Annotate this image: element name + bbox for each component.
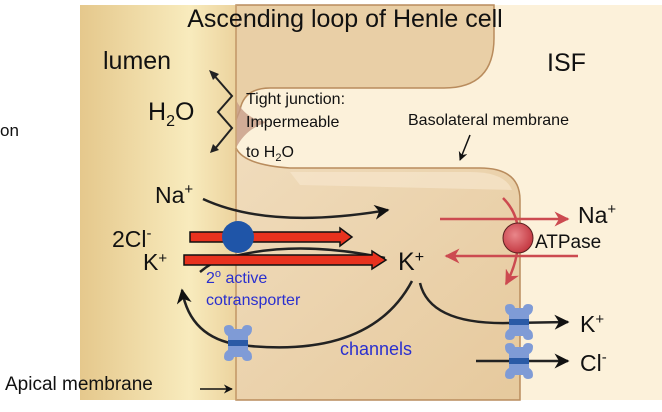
channels-label: channels — [340, 339, 412, 359]
ion-na-isf: Na+ — [578, 201, 616, 228]
lumen-label: lumen — [103, 47, 171, 75]
ion-cl-isf: Cl- — [580, 349, 607, 376]
cotransporter-label-1: 2o active — [206, 268, 267, 287]
upper-cell — [235, 4, 495, 121]
ion-k-cell: K+ — [398, 248, 424, 276]
water-arrowhead-down — [210, 144, 219, 153]
cell-highlight — [290, 172, 512, 190]
atpase-label: ATPase — [535, 232, 601, 253]
ion-k-lumen: K+ — [143, 249, 167, 275]
na-k-atpase-pump — [502, 222, 534, 254]
water-arrowhead-up — [209, 70, 219, 80]
basolateral-cl-channel — [505, 343, 533, 379]
isf-label: ISF — [547, 49, 586, 77]
tight-junction — [236, 100, 268, 148]
ion-k-isf: K+ — [580, 311, 604, 337]
basolateral-k-channel — [505, 304, 533, 340]
lower-cell — [235, 147, 521, 401]
cotransporter-protein — [222, 221, 254, 253]
diagram-title: Ascending loop of Henle cell — [187, 5, 502, 33]
water-label: H2O — [148, 98, 194, 130]
tight-junction-label-3: to H2O — [246, 144, 294, 164]
apical-k-channel — [224, 325, 252, 361]
water-zigzag-arrow — [211, 72, 234, 151]
k-cotransport-arrow — [183, 249, 388, 271]
cotransporter-label-2: cotransporter — [206, 292, 301, 309]
k-recycle-arrow — [176, 280, 414, 349]
tight-junction-label-2: Impermeable — [246, 114, 339, 131]
ion-na-lumen: Na+ — [155, 181, 193, 208]
basolateral-pointer — [458, 134, 471, 161]
na-transport-arrow — [202, 197, 390, 220]
left-cutoff-label: on — [0, 121, 19, 140]
basolateral-membrane-label: Basolateral membrane — [408, 112, 569, 129]
k-efflux-arrow — [418, 282, 570, 330]
tight-junction-label-1: Tight junction: — [246, 91, 345, 108]
apical-membrane-label: Apical membrane — [5, 374, 153, 395]
ion-cl-lumen: 2Cl- — [112, 225, 152, 252]
